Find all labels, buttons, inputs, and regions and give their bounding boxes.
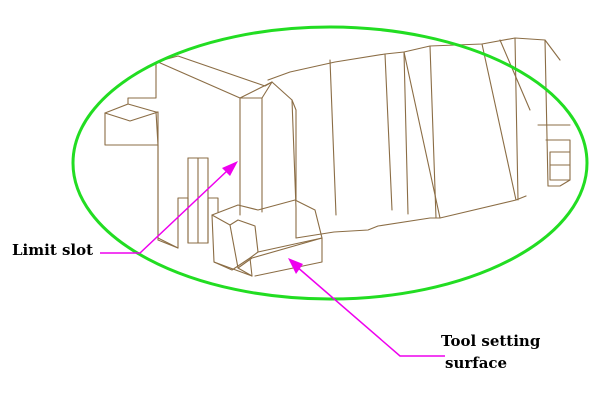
tool-setting-label-line1: Tool setting [441,332,541,350]
part-wireframe [104,37,571,277]
tool-setting-label-line2: surface [445,354,507,372]
limit-slot-label: Limit slot [12,241,93,259]
tool-setting-arrowhead [288,258,303,274]
limit-slot-arrowhead [222,161,238,176]
highlight-ellipse [71,25,589,301]
limit-slot-leader [100,161,238,254]
tool-setting-leader [288,258,445,357]
